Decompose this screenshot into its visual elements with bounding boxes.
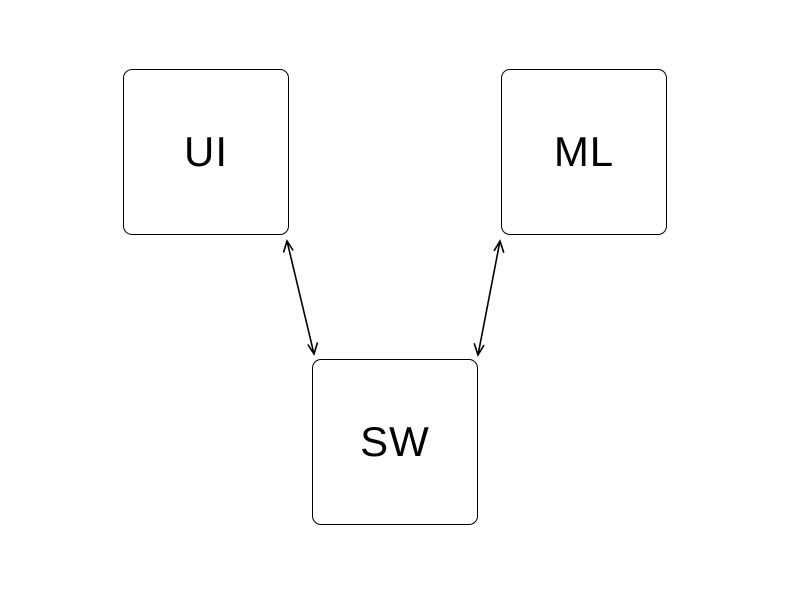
node-ml-box: ML [501, 69, 667, 235]
node-ui-box: UI [123, 69, 289, 235]
node-ui-label: UI [184, 128, 228, 175]
edge-ml-sw-arrowhead-top [493, 239, 505, 254]
node-ml-label: ML [553, 128, 615, 175]
edge-ml-sw-line [477, 240, 501, 356]
edge-ml-sw [473, 239, 505, 357]
edge-ml-sw-arrowhead-bottom [473, 342, 485, 357]
node-sw-box: SW [312, 359, 478, 525]
edge-ui-sw-arrowhead-bottom [307, 342, 319, 356]
edge-ui-sw-arrowhead-top [282, 239, 294, 253]
edge-ui-sw-line [286, 240, 315, 355]
edge-ui-sw [282, 239, 319, 356]
node-sw-label: SW [360, 418, 430, 465]
